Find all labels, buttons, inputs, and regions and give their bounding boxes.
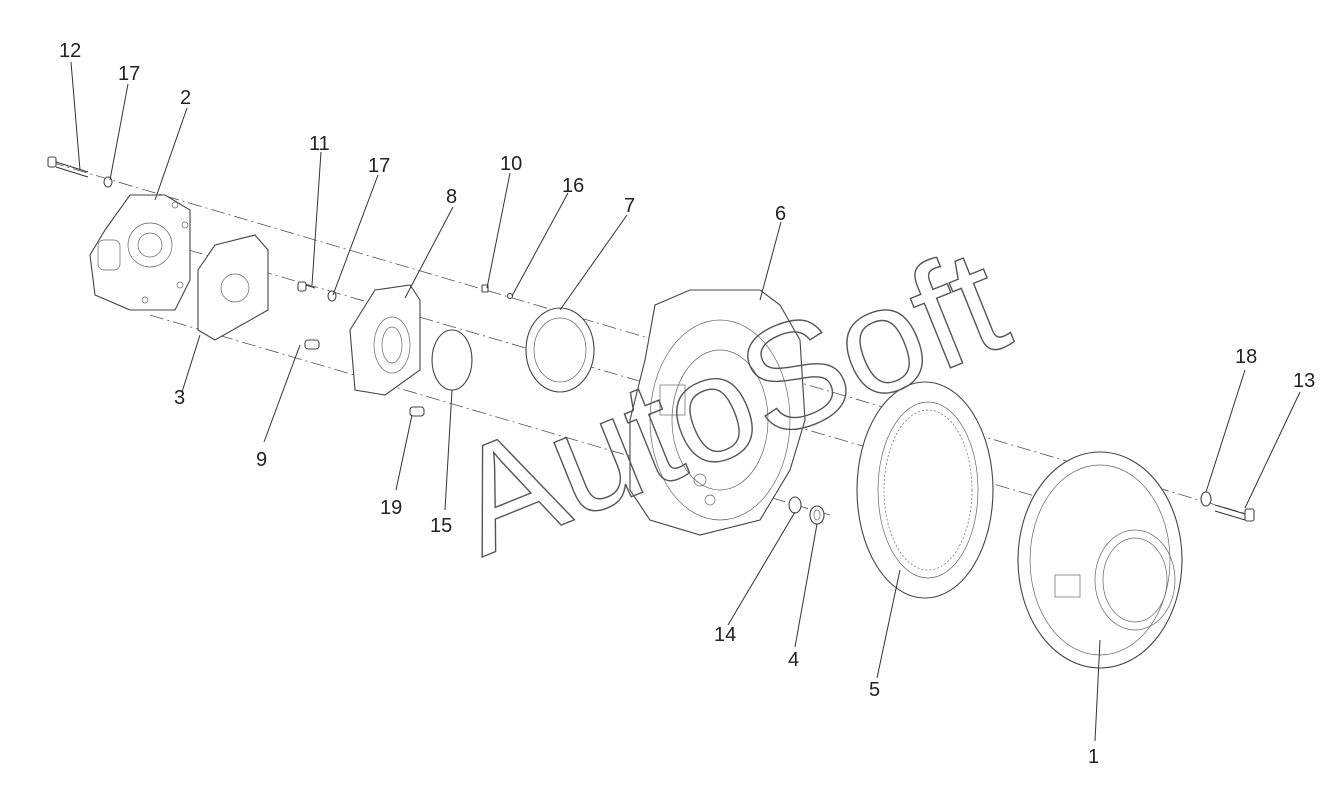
part-9-pin <box>304 339 320 350</box>
callout-12: 12 <box>59 40 81 62</box>
callout-18: 18 <box>1235 346 1257 368</box>
part-16-washer <box>506 292 514 300</box>
callout-19: 19 <box>380 497 402 519</box>
part-7-cover-ring <box>525 307 595 393</box>
callout-1: 1 <box>1088 746 1099 768</box>
callout-13: 13 <box>1293 370 1315 392</box>
callout-labels: 12 17 2 11 17 8 10 16 7 6 3 9 19 15 14 4… <box>59 40 1315 768</box>
part-17-washer <box>103 176 113 188</box>
part-6-main-housing <box>629 289 806 536</box>
callout-16: 16 <box>562 175 584 197</box>
part-1-outer-cover <box>1017 451 1183 669</box>
part-2-rear-housing <box>89 194 191 311</box>
part-10-screw <box>481 284 489 293</box>
part-12-bolt <box>47 156 89 178</box>
callout-14: 14 <box>714 624 736 646</box>
part-13-bolt <box>1214 504 1255 522</box>
callout-4: 4 <box>788 649 799 671</box>
callout-2: 2 <box>180 87 191 109</box>
callout-7: 7 <box>624 195 635 217</box>
callout-11: 11 <box>309 133 330 155</box>
callout-17: 17 <box>118 63 140 85</box>
leader-lines <box>70 61 1301 742</box>
callout-5: 5 <box>869 679 880 701</box>
callout-17-second: 17 <box>368 155 390 177</box>
part-8-pump-cover <box>349 284 421 396</box>
part-15-o-ring <box>431 329 473 391</box>
part-19-pin <box>409 406 425 417</box>
part-17-washer-2 <box>327 290 337 302</box>
part-5-ring-gear <box>856 381 994 599</box>
callout-6: 6 <box>775 203 786 225</box>
part-4-plug <box>809 505 825 525</box>
part-14-ring <box>788 496 802 514</box>
callout-10: 10 <box>500 153 522 175</box>
callout-15: 15 <box>430 515 452 537</box>
callout-3: 3 <box>174 387 185 409</box>
callout-8: 8 <box>446 186 457 208</box>
part-11-bolt <box>297 281 316 292</box>
part-3-gasket <box>197 234 269 341</box>
part-18-washer <box>1200 491 1212 507</box>
callout-9: 9 <box>256 449 267 471</box>
